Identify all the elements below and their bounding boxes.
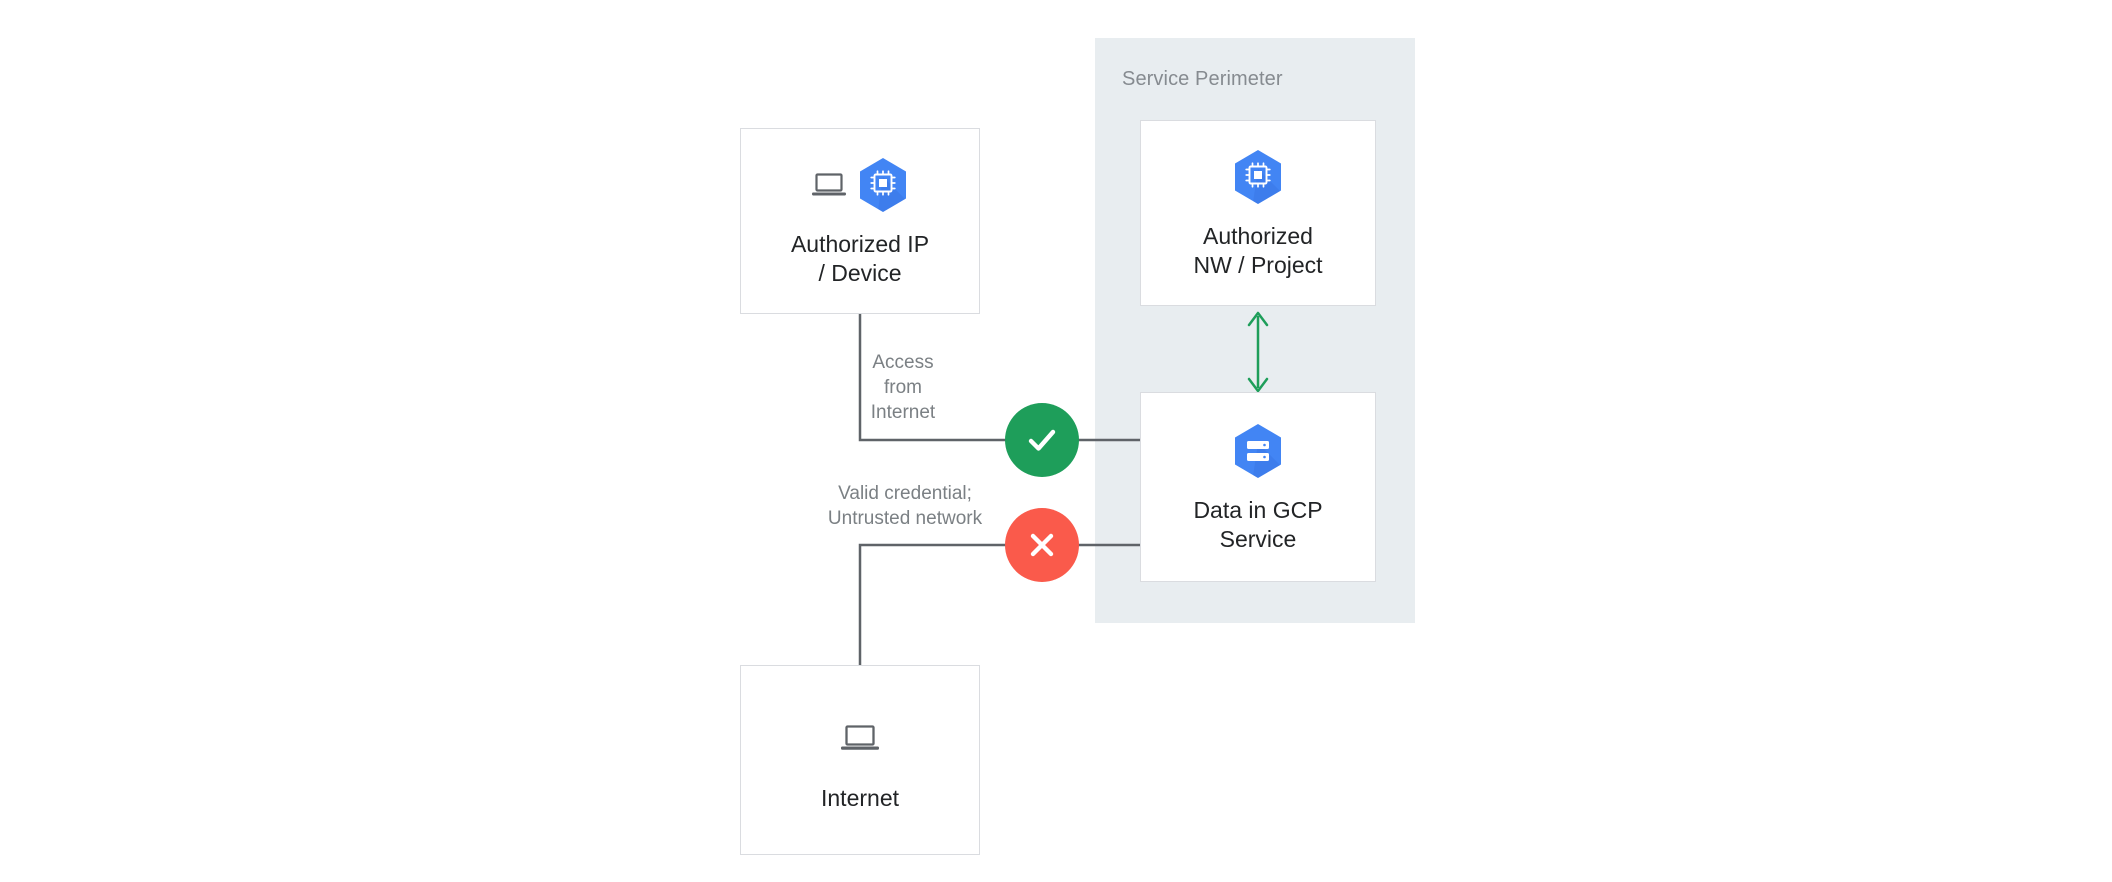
node-authorized-nw-project[interactable]: Authorized NW / Project xyxy=(1140,120,1376,306)
node-label-internet: Internet xyxy=(821,784,899,811)
status-badge-allowed[interactable] xyxy=(1005,403,1079,477)
edge-label-access-from-internet: Access from Internet xyxy=(870,352,936,423)
node-data-in-gcp-service[interactable]: Data in GCP Service xyxy=(1140,392,1376,582)
node-internet[interactable]: Internet xyxy=(740,665,980,855)
status-badge-denied[interactable] xyxy=(1005,508,1079,582)
node-icon-group xyxy=(840,708,880,770)
edge-label-valid-credential-untrusted-network: Valid credential; Untrusted network xyxy=(827,483,983,529)
node-label-authorized-nw-project: Authorized NW / Project xyxy=(1193,223,1323,278)
storage-database-icon xyxy=(1235,424,1281,478)
node-authorized-ip-device[interactable]: Authorized IP / Device xyxy=(740,128,980,314)
laptop-icon xyxy=(841,724,879,750)
cross-icon xyxy=(1030,533,1054,557)
node-icon-group xyxy=(1232,420,1284,482)
compute-chip-icon xyxy=(1235,150,1281,204)
laptop-icon xyxy=(812,173,846,196)
compute-chip-icon xyxy=(860,158,906,212)
node-icon-group xyxy=(1232,146,1284,208)
node-label-authorized-ip-device: Authorized IP / Device xyxy=(790,231,930,286)
node-icon-group xyxy=(811,154,909,216)
check-icon xyxy=(1028,429,1056,451)
node-label-data-in-gcp-service: Data in GCP Service xyxy=(1193,497,1323,552)
service-perimeter-label: Service Perimeter xyxy=(1122,68,1283,90)
